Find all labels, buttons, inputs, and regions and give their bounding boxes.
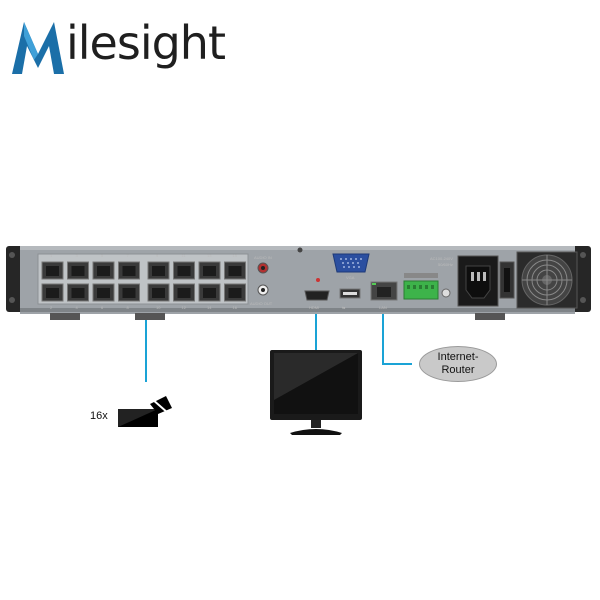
logo-m-mark (12, 22, 64, 74)
foot-right (475, 313, 505, 320)
poe-port-number: 7 (127, 253, 130, 258)
poe-port-number: 2 (50, 305, 53, 310)
poe-port-number: 1 (50, 253, 53, 258)
usb-icon: ⇆ (342, 305, 346, 310)
poe-port-number: 14 (207, 305, 212, 310)
poe-port-number: 5 (101, 253, 104, 258)
screw-right (580, 252, 586, 258)
ground-terminal (441, 288, 451, 298)
poe-port-number: 15 (233, 253, 238, 258)
lan-label: LAN (379, 305, 387, 310)
alarm-terminal-block (403, 280, 439, 300)
poe-port-number: 11 (182, 253, 187, 258)
hdmi-label: HDMI (309, 305, 319, 310)
camera-count-label: 16x (90, 410, 108, 422)
poe-port-number: 16 (233, 305, 238, 310)
poe-port-number: 6 (101, 305, 104, 310)
audio-out-label: AUDIO OUT (250, 301, 273, 306)
screw-left (9, 252, 15, 258)
internet-router: Internet- Router (419, 346, 497, 382)
poe-port-number: 4 (76, 305, 79, 310)
power-rating-line1: AC100-240V (430, 256, 453, 261)
router-connector-line (382, 305, 412, 365)
poe-ports (41, 261, 246, 302)
poe-port-number: 13 (207, 253, 212, 258)
vga-port (332, 253, 370, 273)
vga-label: VGA (346, 275, 355, 280)
poe-port-number: 9 (156, 253, 159, 258)
poe-port-number: 8 (127, 305, 130, 310)
poe-port-number: 3 (76, 253, 79, 258)
camera-icon (118, 396, 172, 427)
foot-left-a (50, 313, 80, 320)
hdmi-port (304, 290, 330, 301)
foot-left-b (135, 313, 165, 320)
router-label-line1: Internet- (437, 351, 479, 363)
connector-lines (145, 305, 412, 382)
router-label-line2: Router (441, 364, 475, 376)
power-rating-line2: 50/60Hz (438, 262, 453, 267)
ground-screw (297, 247, 303, 253)
monitor-icon (270, 350, 362, 435)
audio-in-label: AUDIO IN (254, 255, 272, 260)
poe-port-number: 12 (182, 305, 187, 310)
poe-port-number: 10 (156, 305, 161, 310)
logo-wordmark: ilesight (66, 16, 226, 70)
hdmi-indicator (316, 278, 320, 282)
milesight-logo: ilesight (8, 6, 308, 86)
